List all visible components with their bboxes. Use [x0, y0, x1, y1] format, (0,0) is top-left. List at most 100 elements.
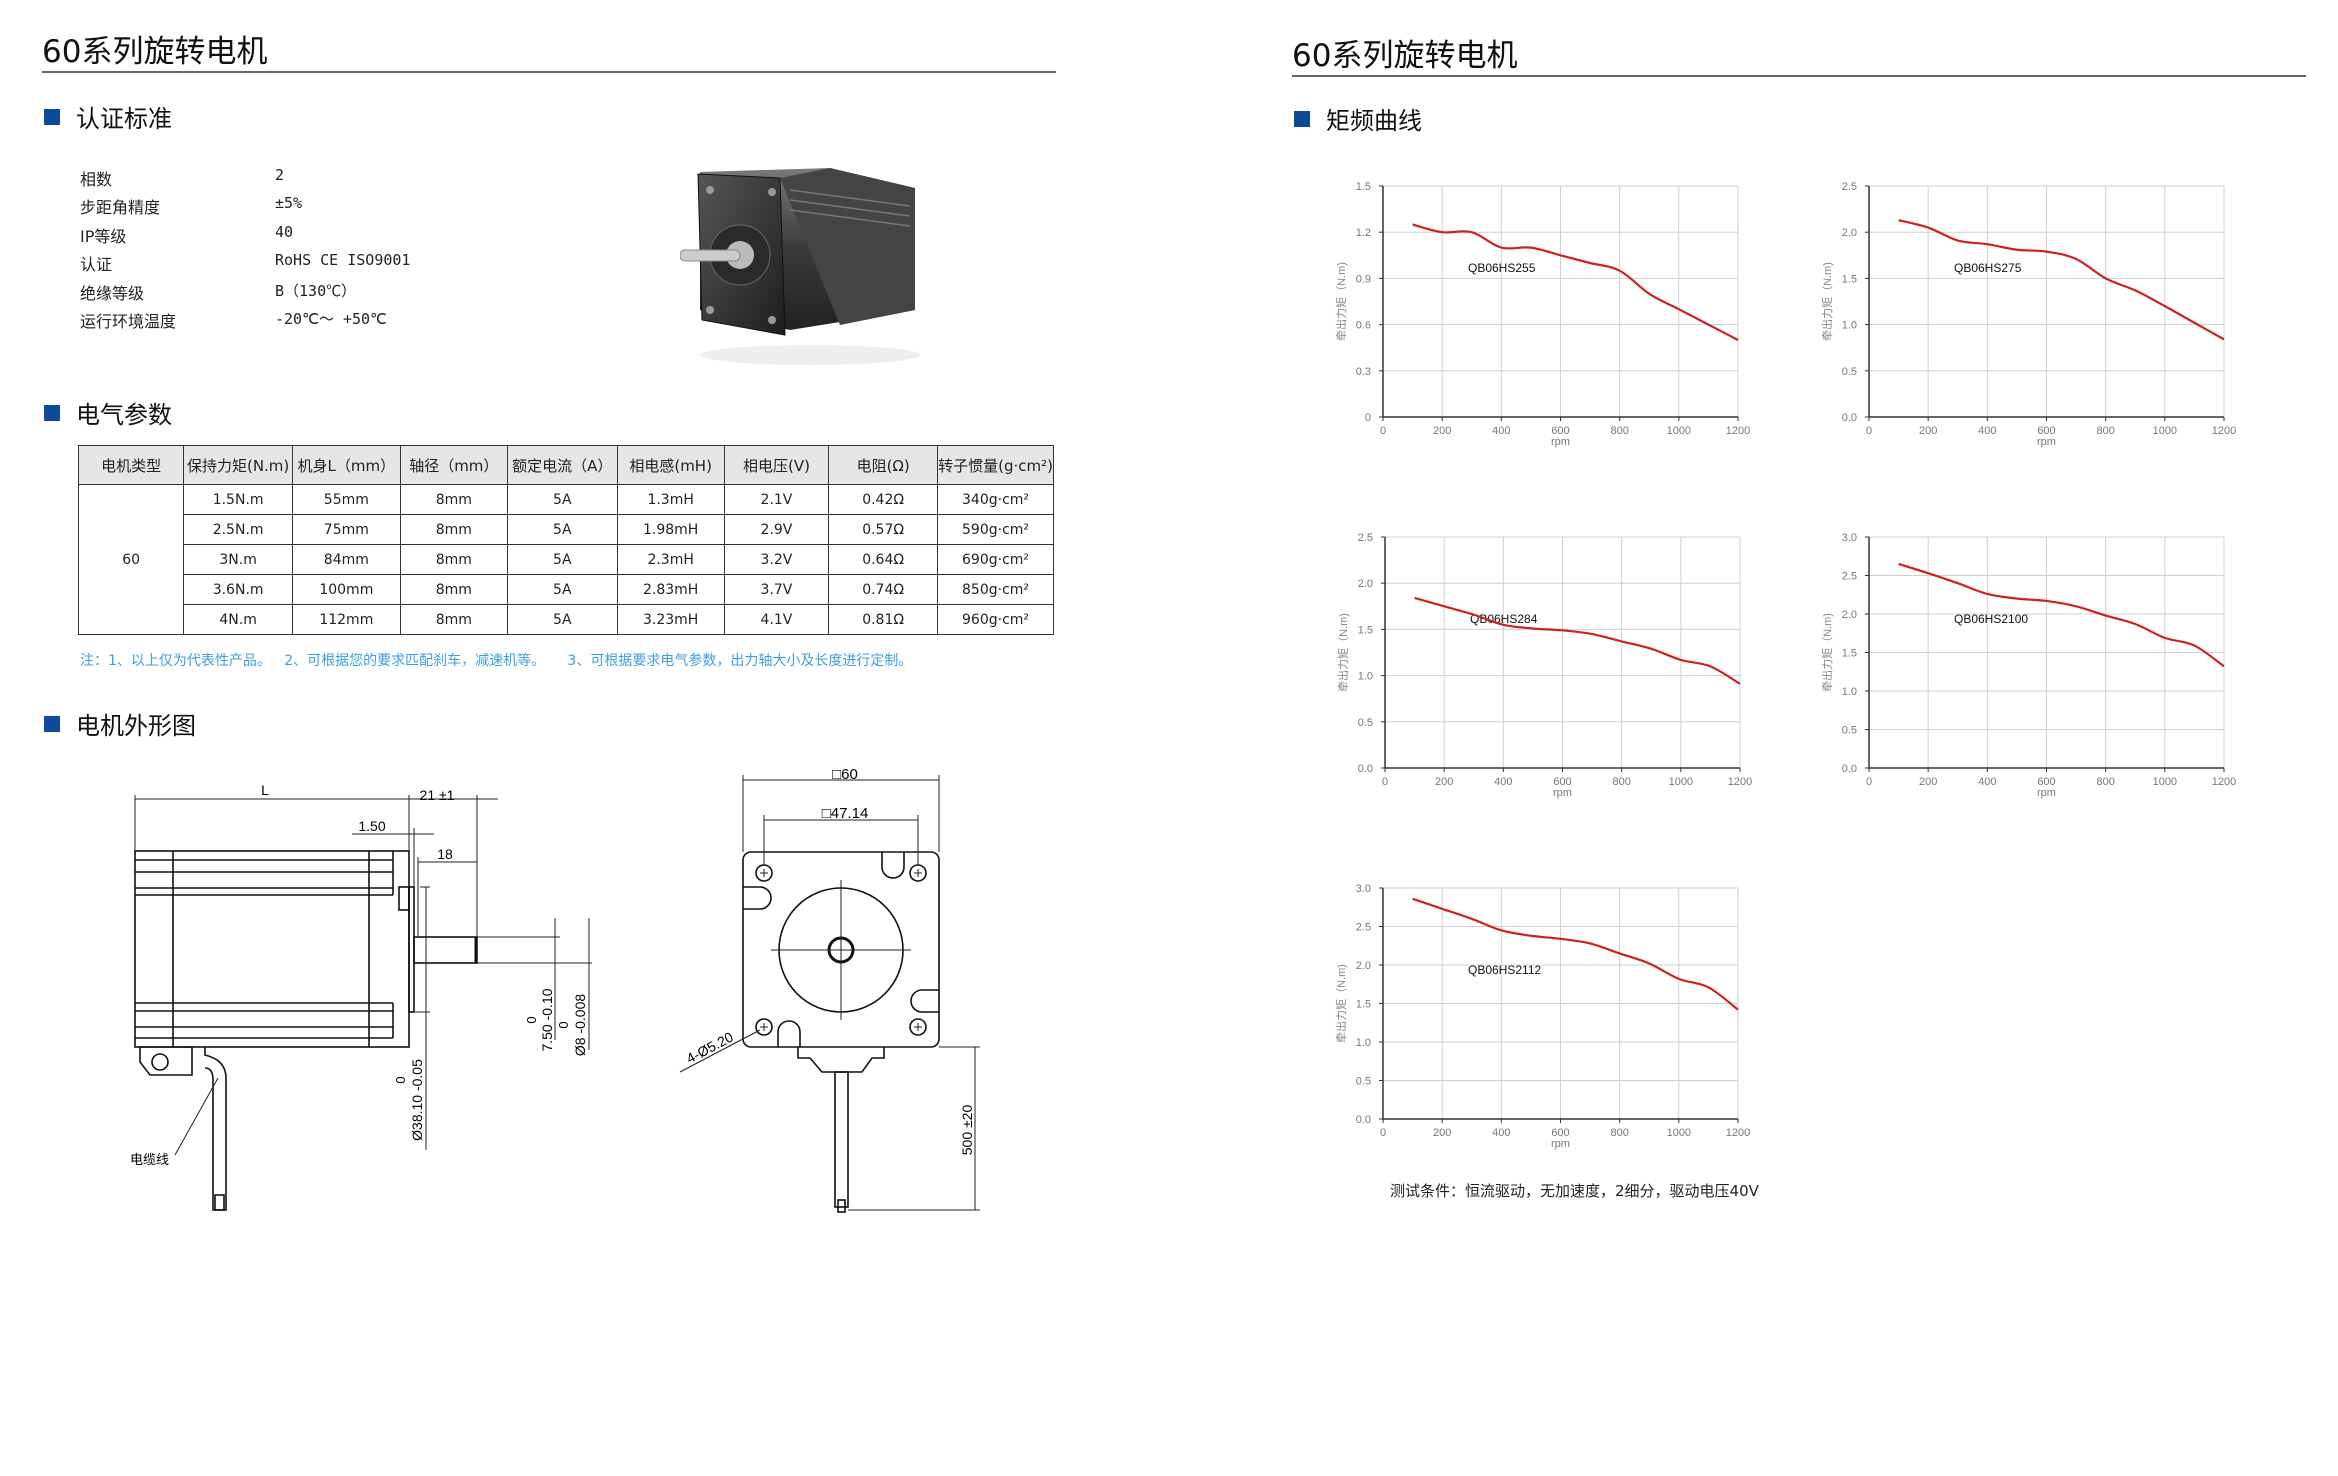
- x-tick-label: 1200: [1728, 776, 1752, 788]
- dim-flat: 7.50 -0.10: [539, 988, 555, 1051]
- column-header: 转子惯量(g·cm²): [937, 445, 1054, 485]
- table-cell: 8mm: [399, 604, 508, 635]
- y-tick-label: 2.0: [1842, 227, 1857, 239]
- table-header-row: 电机类型 保持力矩(N.m) 机身L（mm） 轴径（mm） 额定电流（A） 相电…: [77, 445, 1054, 485]
- table-cell: 2.3mH: [616, 544, 725, 575]
- dim-boss-diameter: Ø38.10 -0.05: [409, 1059, 425, 1141]
- y-tick-label: 0.6: [1356, 320, 1371, 332]
- y-tick-label: 2.5: [1842, 181, 1857, 193]
- table-cell: 8mm: [399, 544, 508, 575]
- table-cell: 0.74Ω: [828, 574, 939, 605]
- table-cell: 3N.m: [183, 544, 294, 575]
- section-outline: 电机外形图: [44, 706, 196, 741]
- table-cell: 590g·cm²: [937, 514, 1054, 545]
- section-electrical: 电气参数: [44, 395, 172, 430]
- column-header: 相电压(V): [723, 445, 830, 485]
- y-axis-label: 牵出力矩（N.m): [1336, 613, 1350, 692]
- column-header: 保持力矩(N.m): [183, 445, 294, 485]
- y-tick-label: 2.0: [1842, 609, 1857, 621]
- torque-curve: [1412, 223, 1739, 341]
- x-tick-label: 200: [1433, 425, 1451, 437]
- dim-shaft-diameter: Ø8 -0.008: [572, 994, 588, 1056]
- table-cell: 84mm: [292, 544, 401, 575]
- x-tick-label: 800: [2096, 776, 2114, 788]
- x-axis-label: rpm: [2037, 436, 2056, 448]
- series-label: QB06HS275: [1954, 261, 2022, 275]
- table-cell: 0.42Ω: [828, 484, 939, 515]
- x-tick-label: 200: [1919, 776, 1937, 788]
- y-tick-label: 0.0: [1358, 763, 1373, 775]
- y-tick-label: 0.5: [1356, 1076, 1371, 1088]
- table-cell: 100mm: [292, 574, 401, 605]
- x-tick-label: 800: [1610, 425, 1628, 437]
- y-axis-label: 牵出力矩（N.m): [1820, 262, 1834, 341]
- x-tick-label: 1200: [2212, 425, 2236, 437]
- x-tick-label: 800: [1612, 776, 1630, 788]
- column-header: 机身L（mm）: [292, 445, 401, 485]
- series-label: QB06HS284: [1470, 612, 1538, 626]
- table-cell: 75mm: [292, 514, 401, 545]
- x-tick-label: 1200: [1726, 425, 1750, 437]
- y-tick-label: 0.0: [1842, 763, 1857, 775]
- spec-value: RoHS CE ISO9001: [275, 251, 411, 269]
- motor-photo: [680, 168, 920, 365]
- y-tick-label: 0.5: [1842, 725, 1857, 737]
- series-label: QB06HS2112: [1468, 963, 1541, 977]
- table-cell: 8mm: [399, 574, 508, 605]
- title-divider-left: [42, 71, 1056, 73]
- table-cell: 8mm: [399, 514, 508, 545]
- x-tick-label: 400: [1492, 1127, 1510, 1139]
- x-tick-label: 600: [1551, 1127, 1569, 1139]
- table-cell: 2.1V: [723, 484, 830, 515]
- table-cell: 5A: [506, 574, 618, 605]
- x-tick-label: 800: [2096, 425, 2114, 437]
- table-cell: 3.2V: [723, 544, 830, 575]
- section-bullet-icon: [1294, 110, 1310, 127]
- spec-value: -20℃～ +50℃: [275, 310, 387, 328]
- spec-label: 相数: [80, 170, 113, 189]
- table-cell: 1.98mH: [616, 514, 725, 545]
- x-axis-label: rpm: [1551, 436, 1570, 448]
- column-header: 电机类型: [77, 445, 185, 485]
- y-tick-label: 2.5: [1358, 532, 1373, 544]
- column-header: 额定电流（A）: [506, 445, 618, 485]
- y-tick-label: 1.5: [1358, 624, 1373, 636]
- torque-curve: [1898, 219, 2225, 341]
- x-tick-label: 0: [1382, 776, 1388, 788]
- page-title-right: 60系列旋转电机: [1292, 38, 1518, 74]
- torque-curve: [1414, 596, 1741, 685]
- y-tick-label: 1.5: [1842, 648, 1857, 660]
- y-tick-label: 2.0: [1356, 960, 1371, 972]
- x-tick-label: 0: [1380, 1127, 1386, 1139]
- y-tick-label: 1.2: [1356, 227, 1371, 239]
- section-bullet-icon: [44, 715, 60, 732]
- table-cell: 2.83mH: [616, 574, 725, 605]
- x-tick-label: 1200: [2212, 776, 2236, 788]
- y-axis-label: 牵出力矩（N.m): [1334, 964, 1348, 1043]
- x-tick-label: 0: [1866, 425, 1872, 437]
- x-tick-label: 200: [1433, 1127, 1451, 1139]
- column-header: 相电感(mH): [616, 445, 725, 485]
- y-tick-label: 0.3: [1356, 366, 1371, 378]
- series-label: QB06HS2100: [1954, 612, 2028, 626]
- spec-value: 40: [275, 223, 294, 241]
- x-tick-label: 600: [2037, 776, 2055, 788]
- y-tick-label: 2.0: [1358, 578, 1373, 590]
- section-cert: 认证标准: [44, 99, 172, 134]
- section-curves: 矩频曲线: [1294, 101, 1422, 136]
- electrical-parameters-table: 电机类型 保持力矩(N.m) 机身L（mm） 轴径（mm） 额定电流（A） 相电…: [77, 445, 1054, 635]
- y-tick-label: 1.5: [1842, 273, 1857, 285]
- x-tick-label: 1000: [1669, 776, 1693, 788]
- dim-shaft-length: 21 ±1: [420, 787, 455, 803]
- table-cell: 0.64Ω: [828, 544, 939, 575]
- table-cell: 3.6N.m: [183, 574, 294, 605]
- y-tick-label: 0.5: [1358, 717, 1373, 729]
- y-tick-label: 3.0: [1356, 883, 1371, 895]
